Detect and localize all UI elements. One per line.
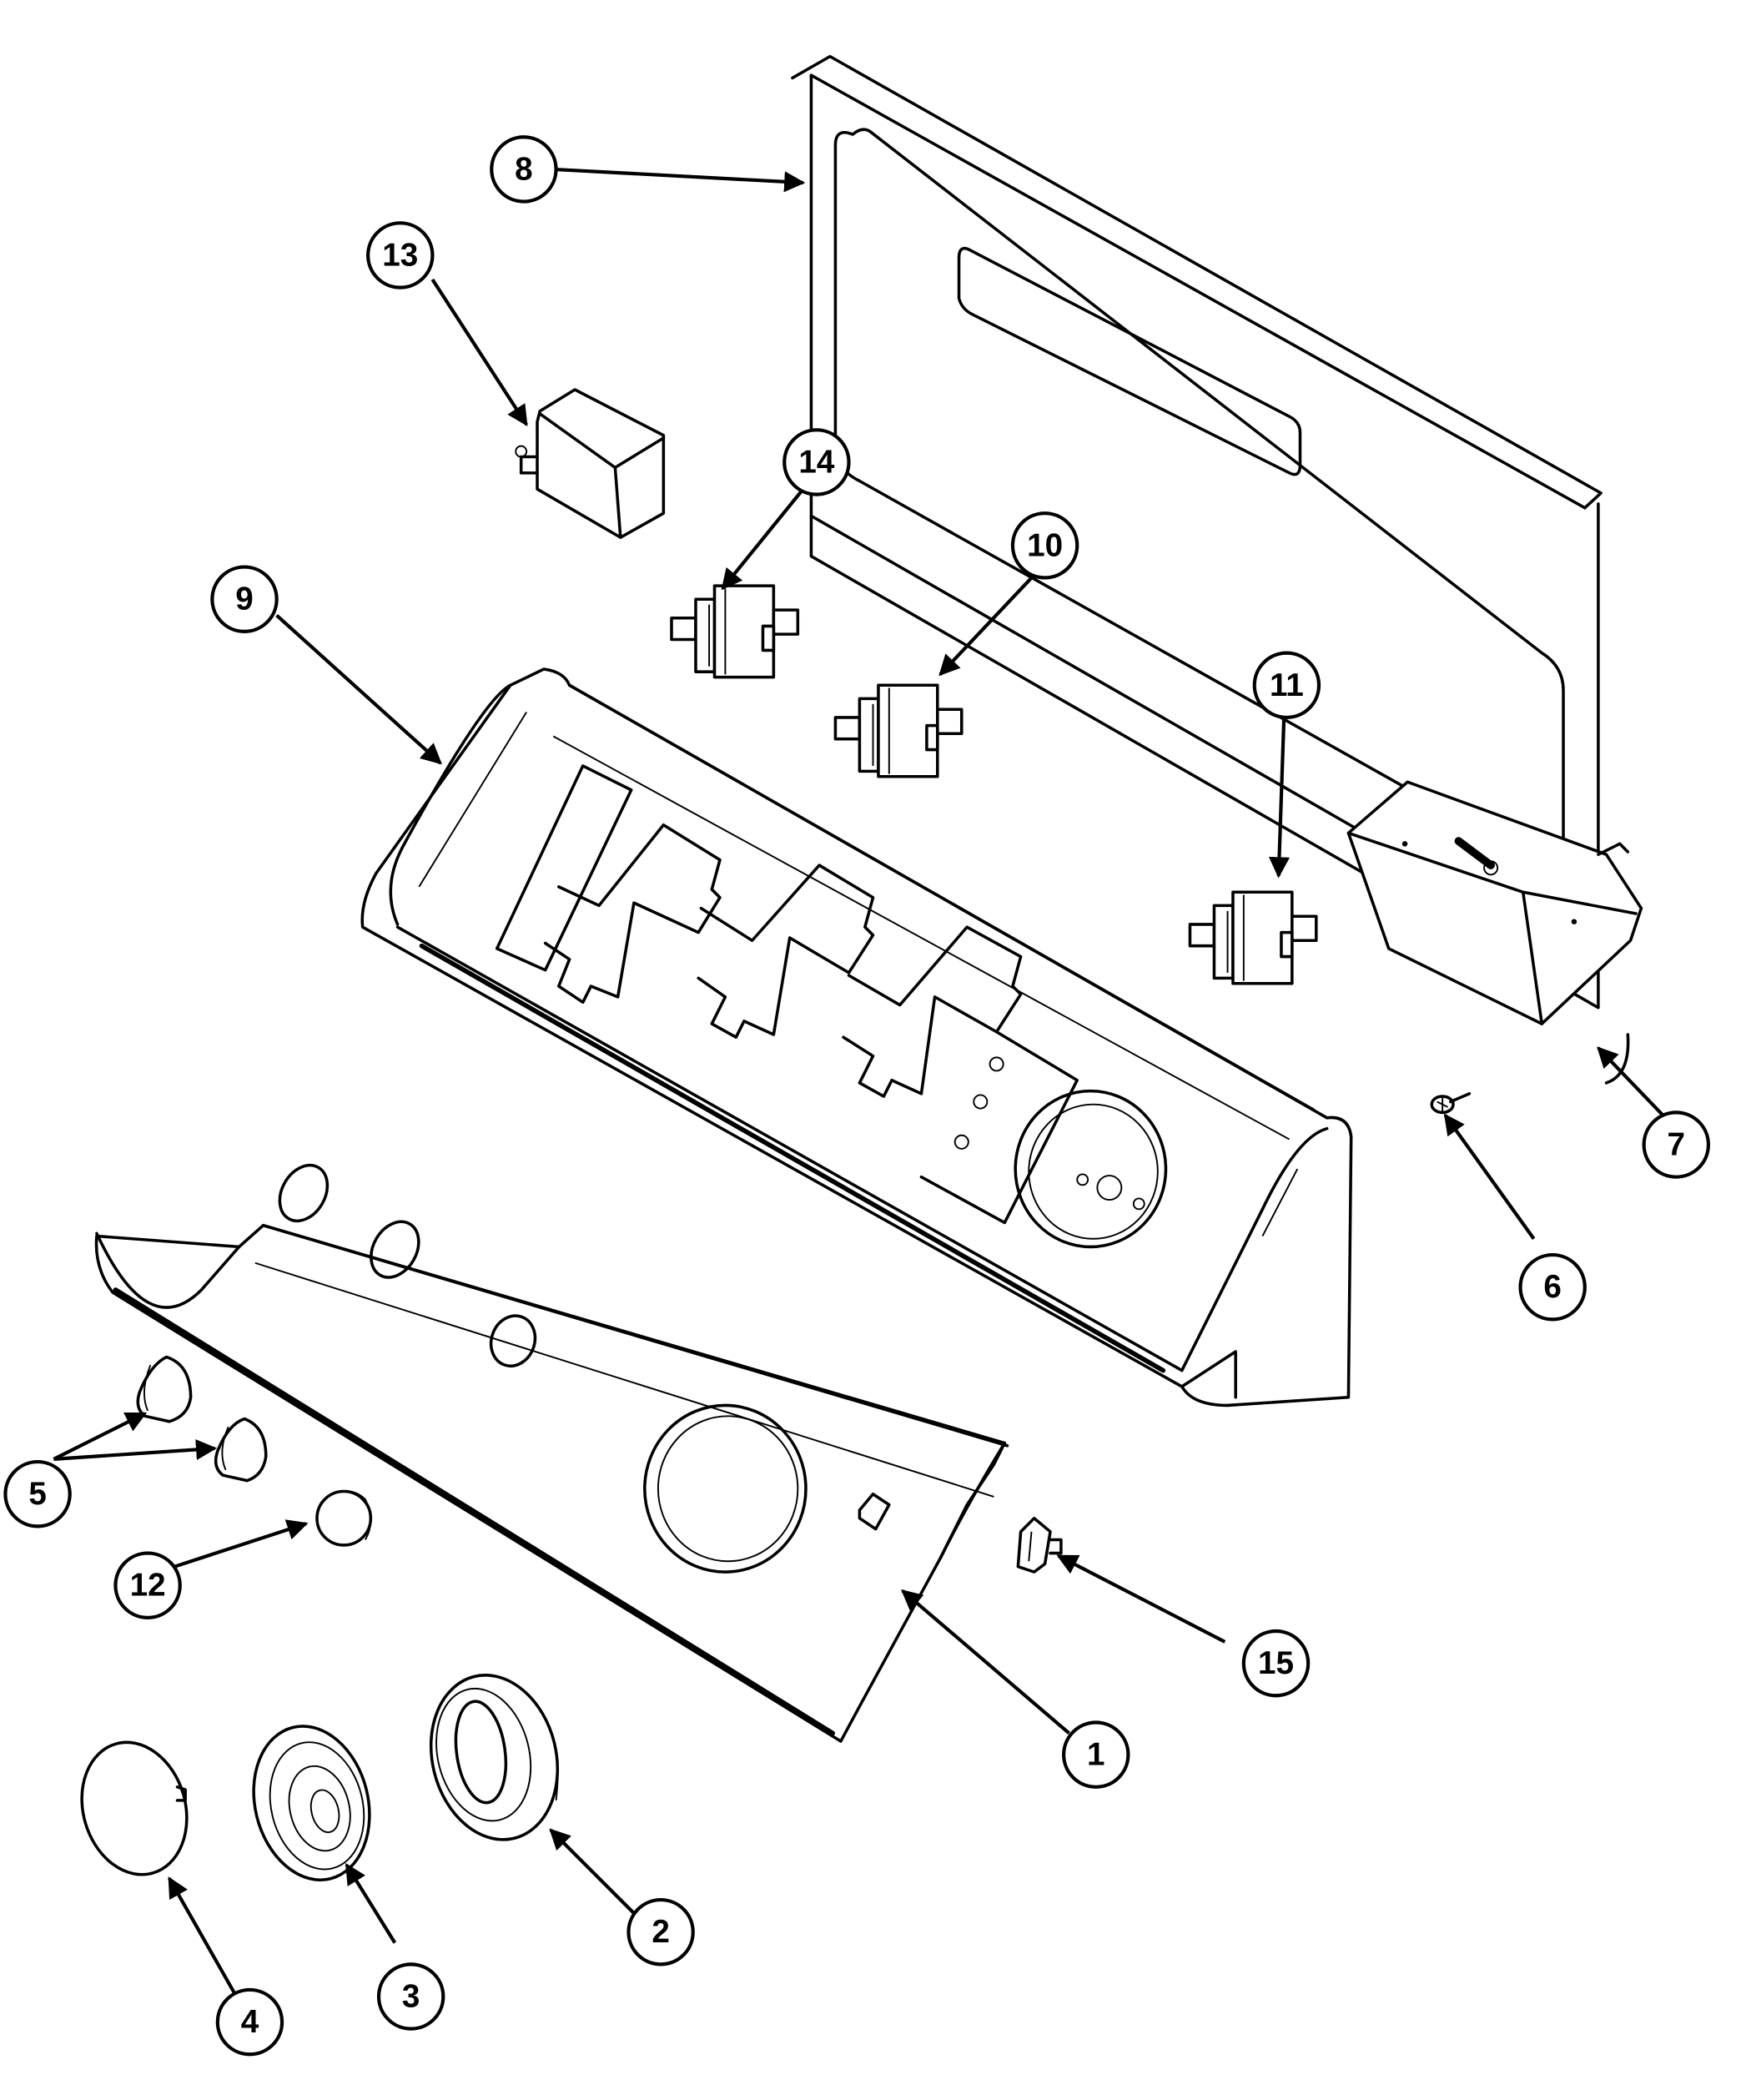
timer-part: [1346, 780, 1643, 1085]
callout-label-12: 12: [130, 1568, 166, 1604]
callout-11: 11: [1252, 651, 1321, 720]
callout-label-1: 1: [1087, 1737, 1104, 1773]
callout-label-4: 4: [241, 2004, 259, 2040]
selector-knobs-part: [136, 1355, 268, 1483]
callout-label-11: 11: [1270, 667, 1304, 703]
callout-15: 15: [1241, 1629, 1311, 1698]
rotary-switch-14-part: [670, 584, 800, 679]
callout-label-6: 6: [1543, 1269, 1561, 1305]
callout-label-15: 15: [1258, 1645, 1294, 1681]
callout-8: 8: [490, 135, 558, 204]
callout-4: 4: [215, 1987, 284, 2057]
callout-13: 13: [366, 221, 435, 290]
callout-12: 12: [113, 1551, 182, 1619]
callout-label-8: 8: [515, 151, 532, 187]
knob-cap-part: [80, 1740, 189, 1876]
rotary-switch-11-part: [1188, 890, 1318, 985]
callout-14: 14: [782, 428, 851, 496]
callout-label-9: 9: [235, 582, 253, 617]
callout-label-13: 13: [382, 237, 418, 273]
leader-lines: [53, 167, 1667, 1998]
callout-2: 2: [626, 1897, 695, 1967]
push-button-part: [315, 1489, 373, 1547]
callout-label-14: 14: [798, 444, 834, 480]
callout-7: 7: [1642, 1110, 1711, 1179]
callout-3: 3: [376, 1962, 445, 2031]
screw-part: [1430, 1092, 1472, 1115]
rocker-switch-part: [1016, 1516, 1063, 1574]
callout-9: 9: [210, 565, 279, 633]
control-panel-front-part: [94, 1163, 1009, 1743]
callout-1: 1: [1062, 1720, 1130, 1789]
callout-label-5: 5: [28, 1476, 46, 1512]
callout-5: 5: [3, 1459, 72, 1528]
bezel-ring-part: [429, 1674, 560, 1841]
rotary-switch-10-part: [833, 683, 964, 778]
callout-label-7: 7: [1668, 1127, 1685, 1163]
timer-knob-part: [252, 1725, 371, 1881]
callout-10: 10: [1010, 511, 1079, 580]
control-console-part: [360, 667, 1353, 1408]
callout-6: 6: [1518, 1252, 1587, 1322]
callout-label-10: 10: [1027, 527, 1063, 563]
callout-label-2: 2: [652, 1914, 669, 1950]
callout-label-3: 3: [402, 1978, 420, 2014]
buzzer-block-part: [515, 388, 666, 539]
